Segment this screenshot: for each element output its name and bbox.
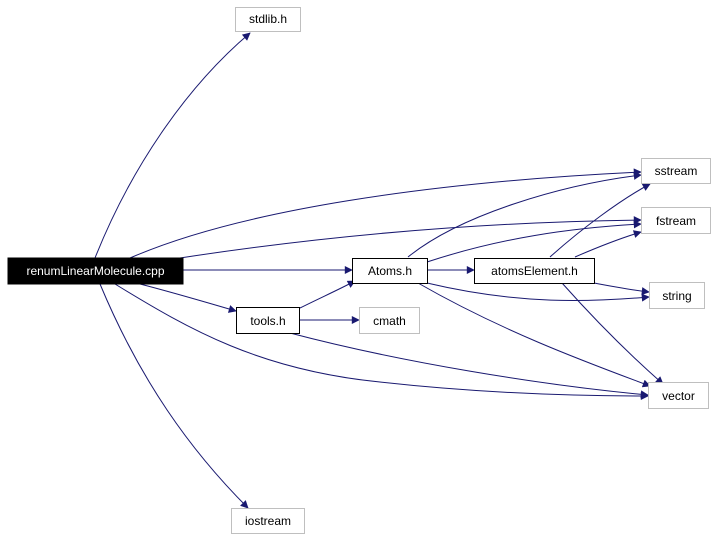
node-cmath-label: cmath [373,314,406,328]
edge-atomselement-to-fstream [574,230,642,258]
edge-atomselement-to-sstream [549,183,651,258]
edge-main-to-tools [139,283,237,313]
edge-atoms-to-vector [417,282,651,388]
node-main[interactable]: renumLinearMolecule.cpp [7,257,184,285]
node-vector-label: vector [662,389,695,403]
edge-atoms-to-fstream [426,220,642,263]
edge-main-to-stdlib [94,32,251,259]
node-string[interactable]: string [649,282,705,309]
node-sstream[interactable]: sstream [641,158,711,184]
node-vector[interactable]: vector [648,382,709,409]
edge-tools-to-atoms [299,280,356,309]
nodes: renumLinearMolecule.cpp stdlib.h sstream… [7,7,711,534]
node-main-label: renumLinearMolecule.cpp [26,264,164,278]
edge-main-to-fstream [179,216,642,259]
node-sstream-label: sstream [655,164,698,178]
node-tools-label: tools.h [250,314,285,328]
edge-main-to-iostream [99,283,249,509]
node-stdlib-label: stdlib.h [249,12,287,26]
edge-atoms-to-sstream [407,171,642,258]
edge-tools-to-vector [289,332,649,399]
node-iostream[interactable]: iostream [231,508,305,534]
node-fstream-label: fstream [656,214,696,228]
edges [94,32,664,509]
node-stdlib[interactable]: stdlib.h [235,7,301,32]
node-atomselement-label: atomsElement.h [491,264,578,278]
edge-atomselement-to-string [593,282,650,296]
edge-main-to-sstream [129,168,642,259]
node-atoms-label: Atoms.h [368,264,412,278]
node-string-label: string [662,289,691,303]
edge-atoms-to-string [426,282,650,302]
node-fstream[interactable]: fstream [641,207,711,234]
edge-main-to-vector [114,283,649,400]
edge-atomselement-to-vector [561,282,664,385]
node-atomselement[interactable]: atomsElement.h [474,258,595,284]
node-cmath[interactable]: cmath [359,307,420,334]
node-tools[interactable]: tools.h [236,307,300,334]
node-iostream-label: iostream [245,514,291,528]
node-atoms[interactable]: Atoms.h [352,258,428,284]
